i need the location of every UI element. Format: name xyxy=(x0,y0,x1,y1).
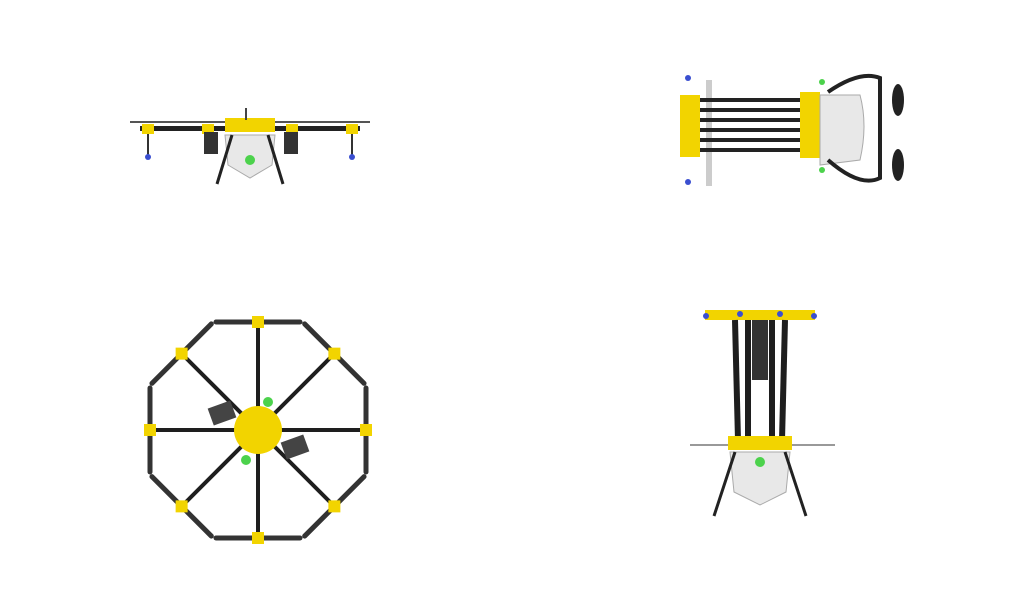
motor-mount xyxy=(252,532,264,544)
motor-mount xyxy=(175,347,188,360)
drone-front-view xyxy=(130,108,370,185)
battery-box xyxy=(280,434,310,460)
motor-mount xyxy=(175,500,188,513)
motor-mount xyxy=(144,424,156,436)
drone-front-folded-view xyxy=(690,310,835,517)
status-light xyxy=(263,397,273,407)
motor-mount xyxy=(360,424,372,436)
center-hub xyxy=(234,406,282,454)
drone-side-folded-view xyxy=(680,73,904,186)
battery-box xyxy=(207,400,237,426)
motor-mount xyxy=(328,500,341,513)
motor-mount xyxy=(328,347,341,360)
motor-mount xyxy=(252,316,264,328)
drone-top-view xyxy=(144,316,372,544)
status-light xyxy=(241,455,251,465)
